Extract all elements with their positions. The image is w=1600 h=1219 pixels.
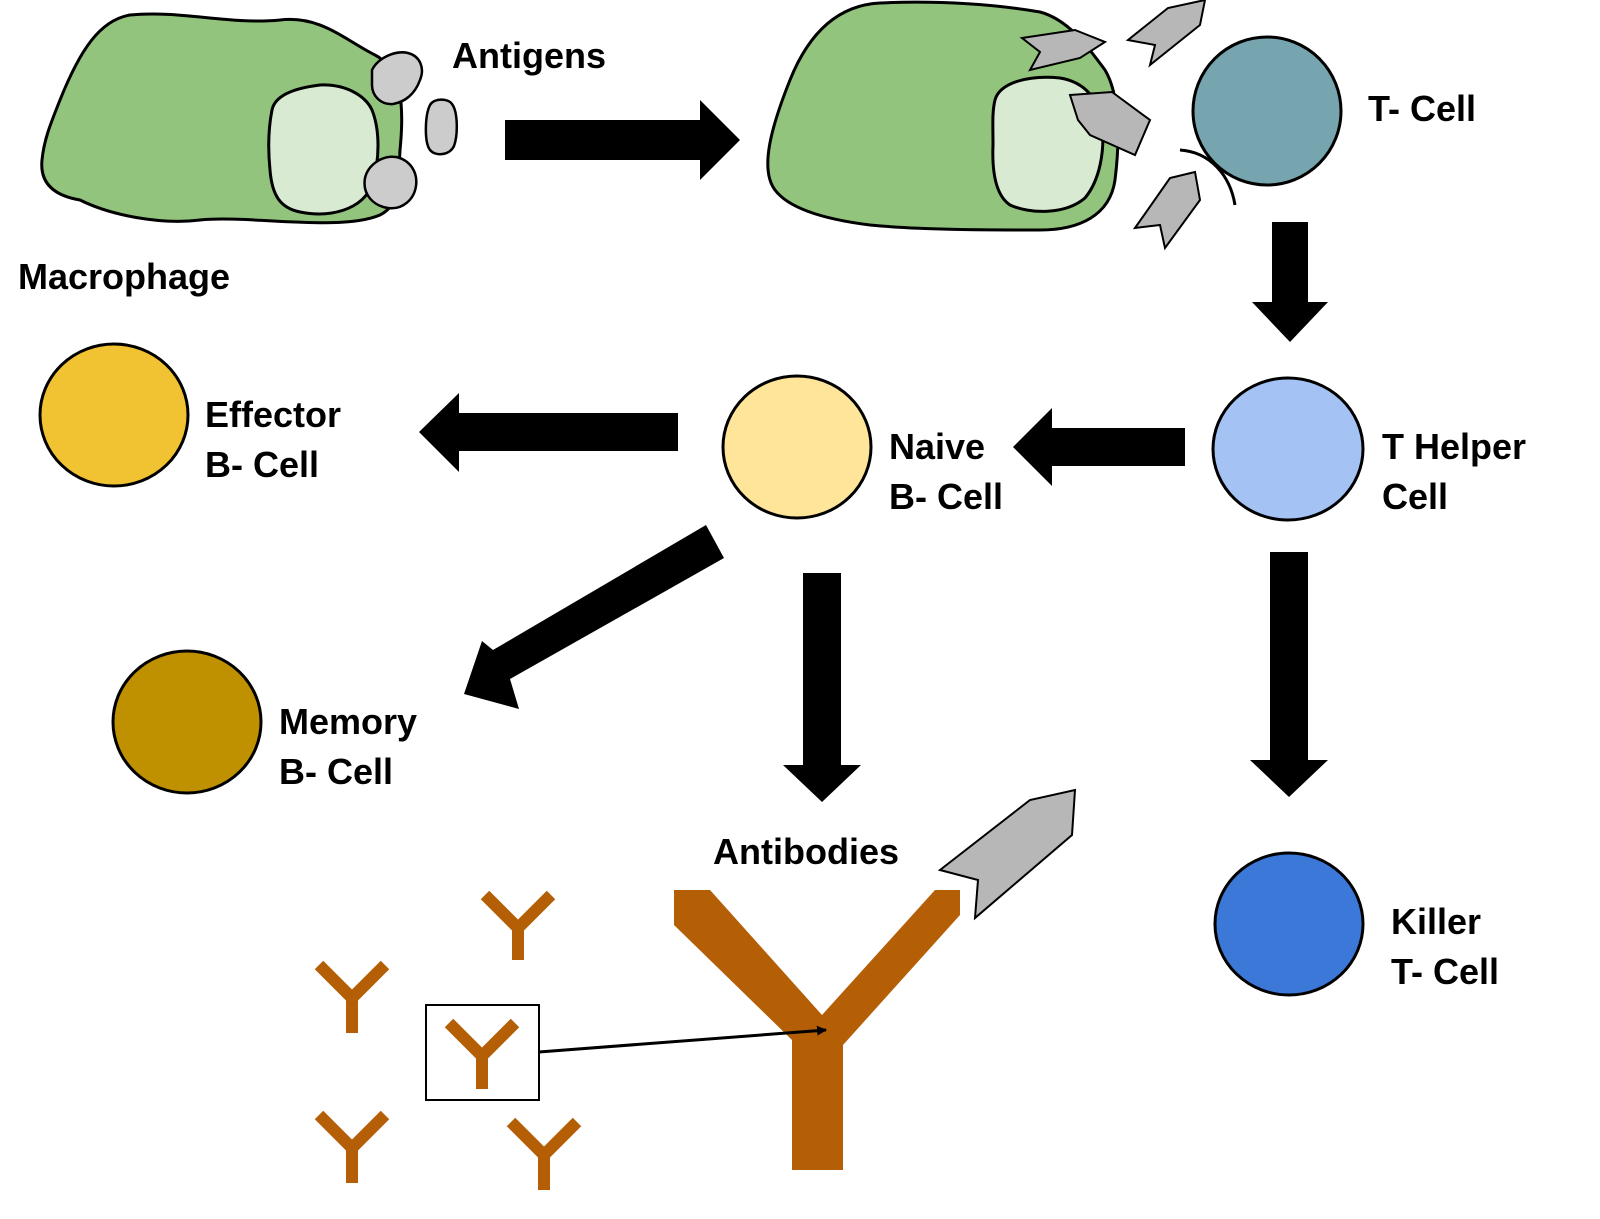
t-helper-cell — [1211, 376, 1365, 522]
antigen-fragment — [1125, 0, 1207, 68]
t-helper-label-line1: T Helper — [1382, 426, 1526, 467]
macrophage-nucleus — [267, 83, 380, 216]
effector-b-label-line1: Effector — [205, 394, 341, 435]
antibody-small — [314, 1110, 390, 1183]
macrophage-cell — [40, 12, 458, 225]
antibodies-label: Antibodies — [713, 831, 899, 872]
memory-b-label-line2: B- Cell — [279, 751, 393, 792]
naive-b-cell — [721, 374, 873, 520]
effector-b-label-line2: B- Cell — [205, 444, 319, 485]
naive-b-label-line1: Naive — [889, 426, 985, 467]
antigen-presenting-macrophage — [766, 0, 1237, 251]
antigen — [424, 98, 458, 156]
arrow-diagonal-naive-to-memory — [464, 525, 724, 709]
memory-b-label-line1: Memory — [279, 701, 417, 742]
arrow-down-naive-to-antibodies — [783, 573, 861, 802]
antigen — [370, 51, 424, 106]
arrow-left-thelper-to-naive — [1013, 408, 1185, 486]
killer-t-label-line1: Killer — [1391, 901, 1481, 942]
t-cell-label: T- Cell — [1368, 88, 1476, 129]
antigen-fragment — [1068, 90, 1152, 157]
antigen-fragment — [1132, 170, 1202, 251]
antibody-small — [506, 1117, 582, 1190]
arrow-right-macrophage-to-presenting — [505, 100, 740, 180]
gray-pointer-arrow — [937, 788, 1077, 921]
antigen-fragment — [1019, 28, 1108, 72]
naive-b-label-line2: B- Cell — [889, 476, 1003, 517]
arrow-left-naive-to-effector — [419, 393, 678, 472]
antigens-label: Antigens — [452, 35, 606, 76]
memory-b-cell — [111, 649, 263, 795]
antibody-small — [314, 960, 390, 1033]
antigen — [363, 155, 418, 210]
t-helper-label-line2: Cell — [1382, 476, 1448, 517]
arrow-down-thelper-to-killer — [1250, 552, 1328, 797]
killer-t-label-line2: T- Cell — [1391, 951, 1499, 992]
effector-b-cell — [38, 342, 190, 488]
antibody-small — [480, 890, 556, 960]
killer-t-cell — [1213, 851, 1365, 997]
t-cell — [1191, 35, 1343, 187]
arrow-down-tcell-to-thelper — [1252, 222, 1328, 342]
antibody-small-boxed — [444, 1018, 520, 1089]
zoom-arrow — [538, 1025, 827, 1054]
macrophage-label: Macrophage — [18, 256, 230, 297]
